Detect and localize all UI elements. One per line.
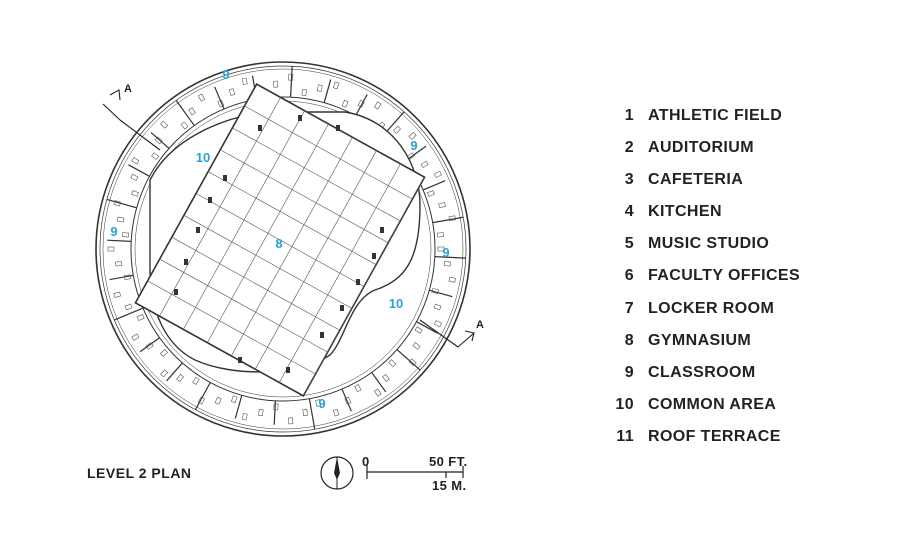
- room-label-classroom: 9: [110, 224, 117, 239]
- legend-item: 11 ROOF TERRACE: [612, 424, 800, 456]
- legend-number: 6: [624, 267, 634, 285]
- legend-label: GYMNASIUM: [648, 331, 752, 349]
- facade-line: [102, 68, 464, 430]
- legend-item: 7 LOCKER ROOM: [612, 296, 800, 328]
- gymnasium: [134, 83, 426, 397]
- room-label-classroom: 9: [410, 138, 417, 153]
- room-label-common-area: 10: [389, 296, 403, 311]
- legend-label: AUDITORIUM: [648, 139, 754, 157]
- legend-item: 1 ATHLETIC FIELD: [612, 103, 800, 135]
- legend-item: 4 KITCHEN: [612, 199, 800, 231]
- legend: 1 ATHLETIC FIELD 2 AUDITORIUM 3 CAFETERIA 4 KIT…: [612, 103, 800, 456]
- section-cut-arrow-icon: [102, 89, 161, 151]
- legend-item: 9 CLASSROOM: [612, 360, 800, 392]
- legend-number: 7: [624, 299, 634, 317]
- legend-number: 1: [624, 107, 634, 124]
- room-partitions: [106, 66, 466, 430]
- legend-item: 2 AUDITORIUM: [612, 135, 800, 167]
- column-markers: [174, 115, 384, 373]
- north-arrow-icon: [320, 456, 354, 490]
- room-label-classroom: 9: [442, 245, 449, 260]
- scale-meters-label: 15 M.: [432, 478, 467, 493]
- legend-number: 4: [624, 203, 634, 221]
- room-label-gymnasium: 8: [275, 236, 282, 251]
- room-label-classroom: 9: [318, 396, 325, 411]
- legend-label: MUSIC STUDIO: [648, 235, 770, 253]
- room-label-classroom: 9: [222, 67, 229, 82]
- legend-label: FACULTY OFFICES: [648, 267, 801, 285]
- legend-label: COMMON AREA: [648, 395, 777, 413]
- scale-feet-label: 50 FT.: [429, 454, 468, 469]
- legend-label: CAFETERIA: [648, 171, 744, 189]
- legend-number: 8: [624, 331, 634, 349]
- legend-label: CLASSROOM: [648, 363, 756, 381]
- legend-item: 6 FACULTY OFFICES: [612, 263, 800, 295]
- legend-item: 5 MUSIC STUDIO: [612, 231, 800, 263]
- legend-number: 2: [624, 139, 634, 157]
- scale-bar: [366, 465, 464, 479]
- legend-label: LOCKER ROOM: [648, 299, 775, 317]
- legend-item: 10 COMMON AREA: [612, 392, 800, 424]
- legend-item: 3 CAFETERIA: [612, 167, 800, 199]
- legend-number: 3: [624, 171, 634, 189]
- plan-title: LEVEL 2 PLAN: [87, 465, 192, 481]
- legend-label: ATHLETIC FIELD: [648, 107, 783, 124]
- scale-zero-label: 0: [362, 454, 370, 469]
- section-label-a: A: [476, 319, 484, 331]
- legend-number: 11: [616, 427, 634, 445]
- section-label-a: A: [124, 83, 132, 95]
- section-cut-arrow-icon: [419, 319, 475, 348]
- corridor-outer-line: [130, 96, 436, 402]
- legend-item: 8 GYMNASIUM: [612, 328, 800, 360]
- room-label-common-area: 10: [196, 150, 210, 165]
- legend-number: 5: [624, 235, 634, 253]
- outer-wall: [95, 61, 471, 437]
- legend-label: KITCHEN: [648, 203, 722, 221]
- outer-wall-inner-line: [99, 65, 467, 433]
- legend-number: 10: [615, 395, 634, 413]
- legend-number: 9: [624, 363, 634, 381]
- legend-label: ROOF TERRACE: [648, 427, 781, 445]
